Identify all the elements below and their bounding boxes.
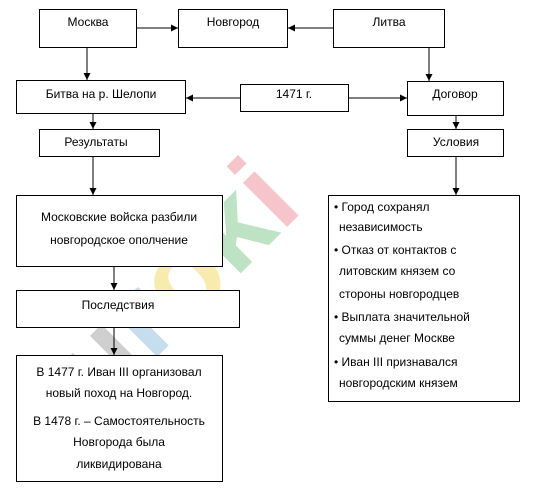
box-moscow: Москва (39, 9, 137, 48)
box-results-label: Результаты (64, 135, 127, 149)
outcome-p1-line-1: В 1477 г. Иван III организовал (36, 365, 201, 379)
box-results: Результаты (39, 129, 160, 157)
terms-line-2: независимость (339, 220, 423, 234)
terms-line-4: литовским князем со (339, 264, 456, 278)
box-battle: Битва на р. Шелопи (16, 80, 186, 114)
box-treaty-label: Договор (432, 87, 478, 101)
box-conditions: Условия (407, 129, 504, 157)
connectors (83, 24, 460, 355)
outcome-p2-line-2: Новгорода была (73, 435, 165, 449)
box-year: 1471 г. (240, 84, 349, 112)
box-novgorod-label: Новгород (207, 15, 260, 29)
outcome-p2-line-3: ликвидирована (76, 457, 162, 471)
box-moscow-label: Москва (68, 15, 109, 29)
outcome-p1-line-2: новый поход на Новгород. (46, 386, 193, 400)
box-year-label: 1471 г. (276, 87, 312, 101)
box-battle-label: Битва на р. Шелопи (46, 87, 157, 101)
box-lithuania-label: Литва (373, 15, 406, 29)
box-outcome: В 1477 г. Иван III организовал новый пох… (16, 355, 223, 482)
box-lithuania: Литва (333, 9, 445, 48)
terms-line-9: новгородским князем (339, 376, 458, 390)
terms-line-6: • Выплата значительной (334, 310, 470, 324)
box-novgorod: Новгород (178, 9, 288, 48)
box-treaty: Договор (407, 81, 504, 116)
terms-line-7: суммы денег Москве (339, 331, 455, 345)
box-troops-line-2: новгородское ополчение (50, 233, 188, 247)
box-consequences-label: Последствия (82, 298, 155, 312)
terms-line-5: стороны новгородцев (339, 287, 459, 301)
terms-line-8: • Иван III признавался (334, 355, 457, 369)
box-troops: Московские войска разбили новгородское о… (16, 195, 223, 267)
box-conditions-label: Условия (433, 135, 479, 149)
box-consequences: Последствия (16, 290, 240, 328)
outcome-p2-line-1: В 1478 г. – Самостоятельность (33, 414, 205, 428)
terms-line-3: • Отказ от контактов с (334, 243, 456, 257)
box-terms: • Город сохранял независимость • Отказ о… (328, 195, 520, 402)
box-troops-line-1: Московские войска разбили (41, 210, 197, 224)
terms-line-1: • Город сохранял (334, 200, 429, 214)
